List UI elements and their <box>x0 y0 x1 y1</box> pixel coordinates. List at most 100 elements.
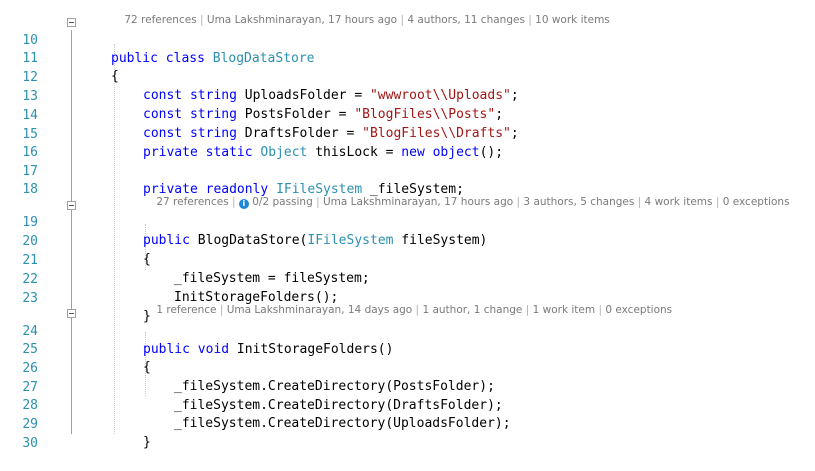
line-number: 16 <box>22 145 38 160</box>
code-text: _fileSystem.CreateDirectory(DraftsFolder… <box>174 398 503 413</box>
line-number: 20 <box>22 234 38 249</box>
keyword: public class <box>111 51 213 66</box>
code-line: 27 _fileSystem.CreateDirectory(DraftsFol… <box>0 361 815 413</box>
code-text: InitStorageFolders() <box>236 342 394 357</box>
code-text: } <box>143 435 151 450</box>
indent-guide <box>145 332 146 396</box>
code-line: 25 { <box>0 323 815 375</box>
code-line: 18 <box>0 163 815 197</box>
code-text: DraftsFolder = <box>244 126 363 141</box>
code-text: { <box>143 252 151 267</box>
code-text: (); <box>479 145 504 160</box>
codelens-changes[interactable]: 1 author, 1 change <box>422 304 523 316</box>
codelens-tests[interactable]: 0/2 passing <box>252 196 313 208</box>
type-name: IFileSystem <box>307 233 394 248</box>
code-line: 14 const string DraftsFolder = "BlogFile… <box>0 89 815 141</box>
code-line: 13 const string PostsFolder = "BlogFiles… <box>0 70 815 122</box>
collapse-toggle-icon[interactable] <box>67 18 76 27</box>
test-status-icon: i <box>238 199 249 209</box>
code-line: 24 public void InitStorageFolders() <box>0 305 815 357</box>
code-text: } <box>143 309 151 324</box>
line-number: 12 <box>22 70 38 85</box>
line-number: 24 <box>22 324 38 339</box>
collapse-toggle-icon[interactable] <box>67 309 76 318</box>
string-literal: "wwwroot\\Uploads" <box>369 88 511 103</box>
line-number: 10 <box>22 33 38 48</box>
code-line: 15 private static Object thisLock = new … <box>0 108 815 160</box>
line-number: 19 <box>22 215 38 230</box>
type-name: IFileSystem <box>276 182 363 197</box>
code-editor[interactable]: 72 references | Uma Lakshminarayan, 17 h… <box>0 0 815 451</box>
code-line: 20 { <box>0 215 815 267</box>
line-number: 26 <box>22 361 38 376</box>
code-text: ; <box>510 126 519 141</box>
codelens-constructor[interactable]: 27 references | i 0/2 passing | Uma Laks… <box>156 196 790 209</box>
code-line: 10 public class BlogDataStore <box>0 14 815 66</box>
code-line: 21 _fileSystem = fileSystem; <box>0 234 815 286</box>
code-line: 23 } <box>0 272 815 324</box>
indent-guide <box>114 44 115 434</box>
codelens-author[interactable]: Uma Lakshminarayan, 17 hours ago <box>322 196 514 208</box>
code-text: ; <box>495 107 504 122</box>
code-line: 28 _fileSystem.CreateDirectory(UploadsFo… <box>0 379 815 431</box>
indent-guide <box>145 224 146 270</box>
codelens-exceptions[interactable]: 0 exceptions <box>722 196 790 208</box>
keyword: new object <box>401 145 480 160</box>
line-number: 18 <box>22 182 38 197</box>
code-line: 17 private readonly IFileSystem _fileSys… <box>0 145 815 197</box>
string-literal: "BlogFiles\\Posts" <box>354 107 496 122</box>
codelens-references[interactable]: 27 references <box>156 196 229 208</box>
keyword: public <box>143 233 198 248</box>
code-text: _fileSystem.CreateDirectory(UploadsFolde… <box>174 416 511 431</box>
code-line: 26 _fileSystem.CreateDirectory(PostsFold… <box>0 342 815 394</box>
line-number: 17 <box>22 164 38 179</box>
codelens-references[interactable]: 72 references <box>124 14 197 26</box>
code-text: { <box>143 360 151 375</box>
code-text: UploadsFolder = <box>244 88 370 103</box>
code-line: 30 <box>0 417 815 451</box>
line-number: 21 <box>22 253 38 268</box>
line-number: 25 <box>22 342 38 357</box>
codelens-work-items[interactable]: 1 work item <box>532 304 596 316</box>
type-name: BlogDataStore <box>212 51 315 66</box>
code-text: PostsFolder = <box>244 107 355 122</box>
line-number: 22 <box>22 272 38 287</box>
code-line: 16 <box>0 126 815 160</box>
codelens-changes[interactable]: 3 authors, 5 changes <box>523 196 635 208</box>
codelens-work-items[interactable]: 10 work items <box>535 14 610 26</box>
codelens-exceptions[interactable]: 0 exceptions <box>605 304 673 316</box>
keyword: const string <box>143 107 245 122</box>
codelens-author[interactable]: Uma Lakshminarayan, 14 days ago <box>226 304 413 316</box>
code-text: _fileSystem = fileSystem; <box>174 271 370 286</box>
line-number: 29 <box>22 417 38 432</box>
line-number: 13 <box>22 89 38 104</box>
code-line: 11 { <box>0 32 815 84</box>
codelens-author[interactable]: Uma Lakshminarayan, 17 hours ago <box>206 14 398 26</box>
codelens-init-storage[interactable]: 1 reference | Uma Lakshminarayan, 14 day… <box>156 304 673 316</box>
code-text: { <box>111 69 119 84</box>
codelens-changes[interactable]: 4 authors, 11 changes <box>407 14 525 26</box>
code-line: 12 const string UploadsFolder = "wwwroot… <box>0 51 815 103</box>
code-line: 29 } <box>0 398 815 450</box>
codelens-references[interactable]: 1 reference <box>156 304 217 316</box>
collapse-toggle-icon[interactable] <box>67 201 76 210</box>
line-number: 30 <box>22 436 38 451</box>
code-text: InitStorageFolders(); <box>174 290 339 305</box>
line-number: 23 <box>22 291 38 306</box>
keyword: private static <box>143 145 261 160</box>
type-name: Object <box>260 145 308 160</box>
code-line: 19 public BlogDataStore(IFileSystem file… <box>0 196 815 248</box>
codelens-class[interactable]: 72 references | Uma Lakshminarayan, 17 h… <box>124 14 610 26</box>
code-line: 22 InitStorageFolders(); <box>0 253 815 305</box>
code-text: BlogDataStore( <box>197 233 308 248</box>
code-text: _fileSystem; <box>362 182 464 197</box>
codelens-work-items[interactable]: 4 work items <box>644 196 713 208</box>
code-text: ; <box>510 88 519 103</box>
code-text: fileSystem) <box>393 233 488 248</box>
line-number: 14 <box>22 108 38 123</box>
code-text: thisLock = <box>307 145 402 160</box>
keyword: public void <box>143 342 237 357</box>
line-number: 11 <box>22 51 38 66</box>
keyword: const string <box>143 126 245 141</box>
code-text: _fileSystem.CreateDirectory(PostsFolder)… <box>174 379 495 394</box>
